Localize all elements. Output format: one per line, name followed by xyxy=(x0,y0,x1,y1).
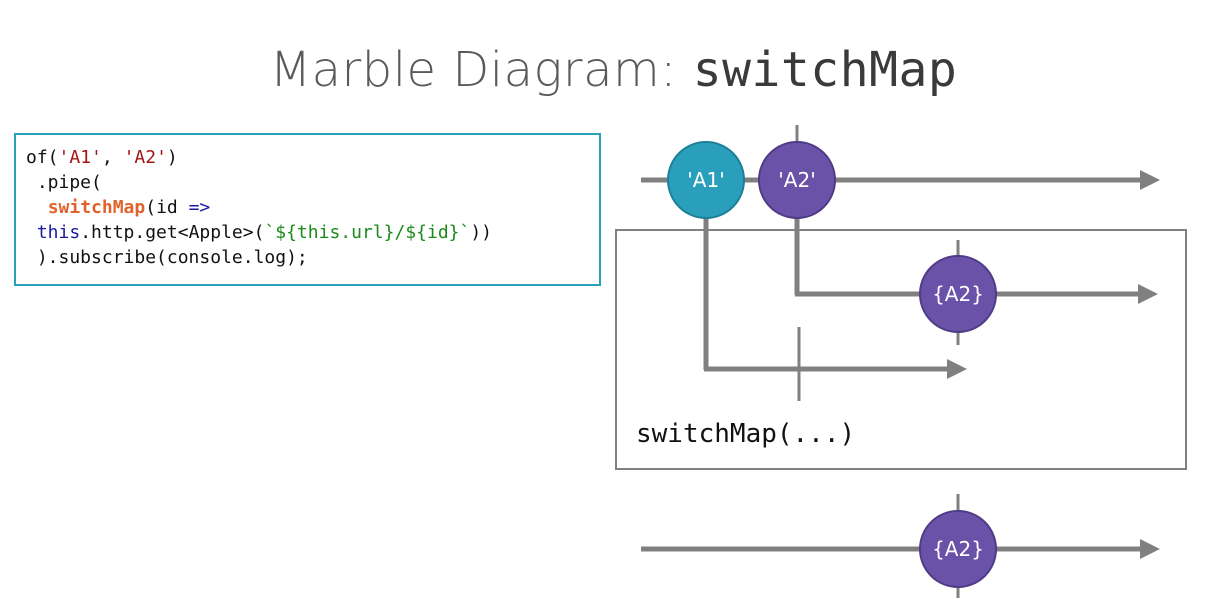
code-line-3: switchMap(id => xyxy=(47,197,211,218)
marble-inner-label: {A2} xyxy=(932,282,984,306)
title-operator: switchMap xyxy=(692,42,958,98)
code-line-1: of('A1', 'A2') xyxy=(26,147,178,168)
input-stream-arrowhead xyxy=(1140,170,1160,190)
marble-output-label: {A2} xyxy=(932,537,984,561)
page-title: Marble Diagram: switchMap xyxy=(0,42,1227,98)
code-block: of('A1', 'A2') .pipe( switchMap(id => th… xyxy=(26,145,492,270)
marble-a1: 'A1' xyxy=(667,141,745,219)
code-line-4: this.http.get<Apple>(`${this.url}/${id}`… xyxy=(36,222,493,243)
marble-output-a2: {A2} xyxy=(919,510,997,588)
marble-inner-a2: {A2} xyxy=(919,255,997,333)
code-line-5: ).subscribe(console.log); xyxy=(26,247,308,268)
code-line-2: .pipe( xyxy=(26,172,102,193)
marble-a2: 'A2' xyxy=(758,141,836,219)
a2-inner-arrowhead xyxy=(1138,284,1158,304)
operator-label: switchMap(...) xyxy=(636,419,855,449)
marble-a1-label: 'A1' xyxy=(687,168,724,192)
marble-a2-label: 'A2' xyxy=(778,168,815,192)
operator-box xyxy=(615,229,1187,470)
a1-inner-arrowhead xyxy=(947,359,967,379)
title-prefix: Marble Diagram: xyxy=(269,42,693,98)
output-stream-arrowhead xyxy=(1140,539,1160,559)
code-snippet: of('A1', 'A2') .pipe( switchMap(id => th… xyxy=(14,133,601,286)
